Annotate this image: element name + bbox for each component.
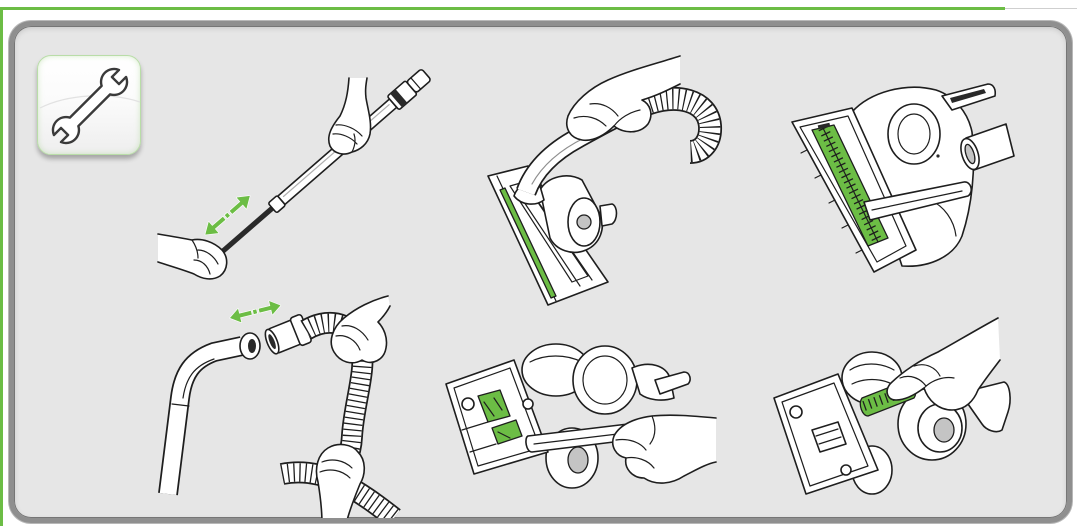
maintenance-badge [37, 55, 141, 155]
wand-handle [168, 333, 260, 494]
hand-upper [329, 78, 371, 154]
illustration-floor-head-top [488, 56, 710, 305]
hand-upper [331, 296, 390, 363]
telescopic-wand [205, 68, 433, 269]
illustration-tool-clearing [446, 344, 716, 488]
wrench-icon [38, 56, 142, 156]
floor-head [488, 166, 617, 305]
illustration-brush-roll-removal [774, 318, 1010, 494]
flexible-hose [644, 99, 710, 152]
double-arrow-icon [228, 299, 282, 325]
illustration-wand-extension [158, 68, 432, 279]
hand-lower [316, 445, 364, 524]
hand-holding-tool [613, 415, 716, 483]
illustration-hose-detach [168, 296, 394, 524]
illustration-brush-roll-underside [792, 84, 1014, 272]
hand-lower [158, 234, 227, 279]
